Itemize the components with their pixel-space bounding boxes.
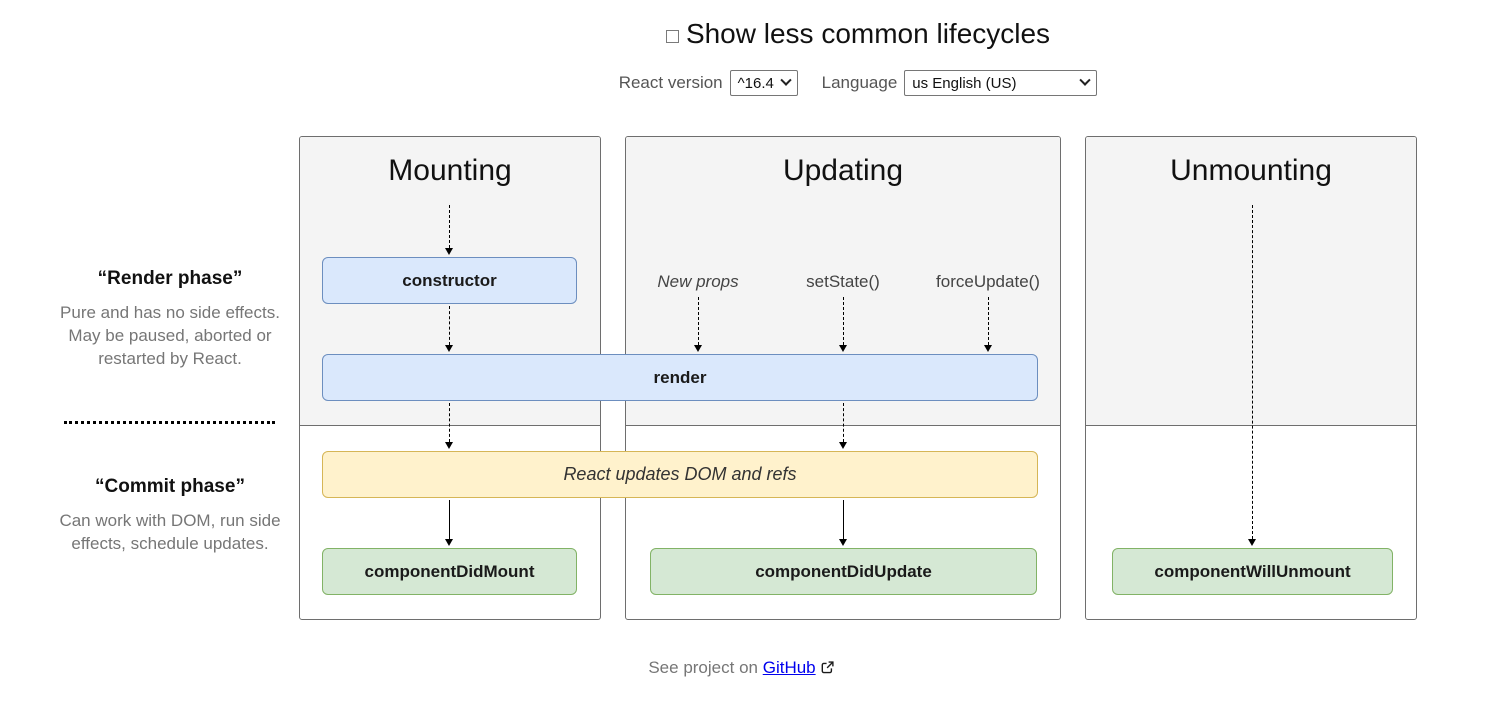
react-version-label: React version xyxy=(618,73,723,92)
arrow-unmounting-to-component-will-unmount xyxy=(1248,205,1256,546)
commit-phase-description: Can work with DOM, run side effects, sch… xyxy=(59,511,281,553)
arrow-force-update-to-render xyxy=(984,297,992,352)
show-less-lifecycles-checkbox[interactable] xyxy=(665,29,679,43)
commit-phase-title: “Commit phase” xyxy=(95,476,245,497)
language-label: Language xyxy=(821,73,898,92)
arrow-render-to-dom-update-updating xyxy=(839,403,847,449)
box-component-will-unmount[interactable]: componentWillUnmount xyxy=(1112,548,1393,595)
chevron-down-icon xyxy=(779,74,792,86)
controls-row: React version ^16.4 Language us English … xyxy=(299,70,1417,96)
language-select[interactable]: us English (US) xyxy=(904,70,1098,96)
trigger-label-new-props: New props xyxy=(657,272,739,291)
trigger-label-set-state: setState() xyxy=(806,272,880,291)
box-component-did-mount[interactable]: componentDidMount xyxy=(322,548,577,595)
chevron-down-icon xyxy=(1079,74,1091,86)
unmounting-render-phase-region xyxy=(1086,137,1416,426)
unmounting-column-title: Unmounting xyxy=(1170,154,1332,187)
external-link-icon xyxy=(821,659,834,679)
trigger-label-force-update: forceUpdate() xyxy=(936,272,1040,291)
arrow-constructor-to-render xyxy=(445,306,453,352)
box-component-did-update[interactable]: componentDidUpdate xyxy=(650,548,1037,595)
render-phase-description: Pure and has no side effects. May be pau… xyxy=(60,303,280,368)
footer-text: See project on xyxy=(648,658,758,677)
updating-column-title: Updating xyxy=(782,154,904,187)
react-version-value: ^16.4 xyxy=(737,74,774,92)
box-constructor[interactable]: constructor xyxy=(322,257,577,304)
mounting-column-title: Mounting xyxy=(388,154,512,187)
arrow-mounting-to-constructor xyxy=(445,205,453,255)
footer: See project on GitHub xyxy=(65,658,1417,679)
language-value: us English (US) xyxy=(912,74,1017,92)
arrow-new-props-to-render xyxy=(694,297,702,352)
commit-phase-label: “Commit phase” Can work with DOM, run si… xyxy=(57,476,283,555)
arrow-dom-update-to-component-did-update xyxy=(839,500,847,546)
phase-divider xyxy=(64,421,275,424)
arrow-dom-update-to-component-did-mount xyxy=(445,500,453,546)
render-phase-label: “Render phase” Pure and has no side effe… xyxy=(57,268,283,370)
arrow-set-state-to-render xyxy=(839,297,847,352)
react-version-select[interactable]: ^16.4 xyxy=(729,70,798,96)
arrow-render-to-dom-update-mounting xyxy=(445,403,453,449)
render-phase-title: “Render phase” xyxy=(97,268,243,289)
box-render[interactable]: render xyxy=(322,354,1038,401)
github-link[interactable]: GitHub xyxy=(762,658,816,677)
box-react-updates-dom: React updates DOM and refs xyxy=(322,451,1038,498)
page-title[interactable]: Show less common lifecycles xyxy=(685,18,1051,49)
header-title-row: Show less common lifecycles xyxy=(299,18,1417,50)
